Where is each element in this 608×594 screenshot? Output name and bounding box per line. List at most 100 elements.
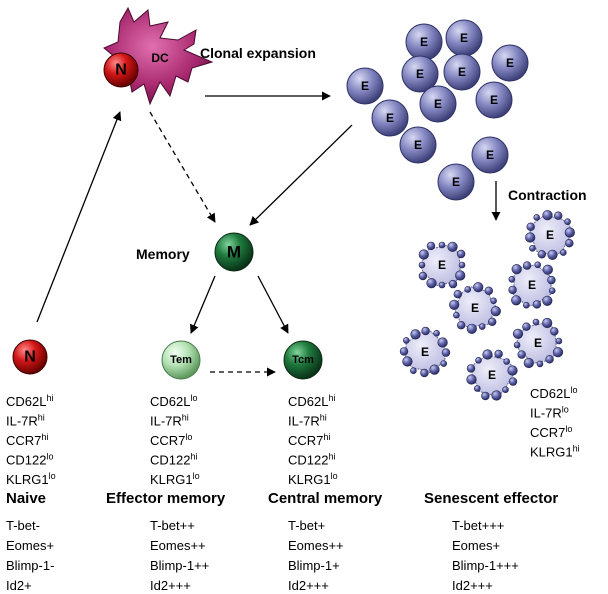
- surface-marker: IL-7Rhi: [150, 413, 189, 429]
- senescent-effector-cell: E: [449, 282, 501, 334]
- contraction-label: Contraction: [508, 187, 587, 203]
- transcription-factor: Blimp-1++: [150, 558, 209, 573]
- senescent-effector-cell-label: E: [546, 228, 554, 242]
- transcription-factor: Blimp-1+: [288, 558, 340, 573]
- surface-marker: CD62Lhi: [288, 393, 335, 409]
- memory-cell-label: M: [227, 243, 241, 262]
- marker-name: CD62L: [530, 386, 570, 401]
- surface-marker: IL-7Rhi: [288, 413, 327, 429]
- apoptotic-bleb: [494, 349, 503, 359]
- arrow-memory-to-tem: [189, 275, 216, 334]
- marker-columns: CD62LhiIL-7RhiCCR7hiCD122loKLRG1loNaiveT…: [6, 385, 580, 593]
- apoptotic-bleb: [512, 328, 524, 339]
- apoptotic-bleb: [421, 326, 430, 336]
- marker-name: CCR7: [6, 433, 41, 448]
- marker-level: hi: [320, 413, 327, 423]
- apoptotic-bleb: [490, 306, 501, 317]
- effector-cell: E: [399, 126, 437, 164]
- apoptotic-bleb: [508, 285, 517, 295]
- senescent-effector-cell-label: E: [488, 368, 496, 382]
- marker-level: hi: [573, 444, 580, 454]
- apoptotic-bleb: [529, 245, 536, 252]
- apoptotic-bleb: [466, 374, 477, 385]
- central-memory-cell: Tcm: [283, 340, 323, 380]
- marker-level: hi: [190, 452, 197, 462]
- marker-level: hi: [182, 413, 189, 423]
- apoptotic-bleb: [508, 377, 518, 386]
- memory-cell: M: [214, 232, 254, 272]
- marker-name: CD122: [6, 453, 46, 468]
- apoptotic-bleb: [473, 385, 481, 392]
- marker-level: lo: [193, 471, 200, 481]
- apoptotic-bleb: [545, 355, 554, 364]
- apoptotic-bleb: [440, 360, 448, 367]
- effector-memory-cell-label: Tem: [170, 354, 192, 366]
- surface-marker: CCR7hi: [6, 432, 48, 448]
- apoptotic-bleb: [441, 348, 451, 357]
- apoptotic-bleb: [482, 349, 493, 360]
- apoptotic-bleb: [484, 286, 493, 295]
- surface-marker: CD122hi: [288, 452, 335, 468]
- apoptotic-bleb: [402, 356, 413, 367]
- effector-cell: E: [437, 163, 475, 201]
- marker-level: hi: [41, 432, 48, 442]
- transcription-factor: Id2+++: [288, 578, 329, 593]
- transcription-factor: Eomes++: [150, 538, 206, 553]
- apoptotic-bleb: [522, 261, 532, 270]
- surface-marker: IL-7Rhi: [6, 413, 45, 429]
- apoptotic-bleb: [418, 271, 428, 281]
- apoptotic-bleb: [402, 337, 410, 344]
- effector-cell: E: [371, 99, 409, 137]
- apoptotic-bleb: [426, 241, 436, 251]
- apoptotic-bleb: [547, 275, 556, 285]
- transcription-factor: Id2+: [6, 578, 32, 593]
- senescent-effector-cell: E: [512, 317, 564, 369]
- effector-cell-label: E: [452, 175, 460, 189]
- senescent-effector-cell: E: [525, 210, 575, 260]
- apoptotic-bleb: [478, 323, 486, 330]
- effector-cell-label: E: [460, 31, 468, 45]
- marker-level: hi: [38, 413, 45, 423]
- apoptotic-bleb: [449, 299, 460, 310]
- apoptotic-bleb: [457, 321, 466, 330]
- transcription-factor: T-bet+: [288, 518, 325, 533]
- marker-level: lo: [190, 393, 197, 403]
- surface-marker: CCR7lo: [150, 432, 192, 448]
- apoptotic-bleb: [458, 261, 466, 269]
- column-title: Naive: [6, 490, 46, 507]
- effector-cell: E: [471, 136, 509, 174]
- apoptotic-bleb: [522, 322, 531, 331]
- apoptotic-bleb: [534, 261, 542, 269]
- apoptotic-bleb: [502, 386, 509, 394]
- marker-level: lo: [562, 405, 569, 415]
- effector-cell-label: E: [506, 56, 514, 70]
- memory-label: Memory: [136, 246, 190, 262]
- effector-cell-label: E: [490, 93, 498, 107]
- dendritic-cell-label: DC: [151, 51, 169, 65]
- apoptotic-bleb: [511, 264, 522, 275]
- transcription-factor: Eomes+: [6, 538, 54, 553]
- apoptotic-bleb: [523, 357, 534, 369]
- marker-name: KLRG1: [530, 445, 573, 460]
- apoptotic-bleb: [418, 249, 429, 260]
- surface-marker: KLRG1hi: [530, 444, 580, 460]
- senescent-effector-cell: E: [466, 349, 518, 401]
- transcription-factor: T-bet-: [6, 518, 40, 533]
- column-title: Central memory: [268, 490, 383, 507]
- apoptotic-bleb: [438, 241, 446, 249]
- apoptotic-bleb: [511, 295, 522, 306]
- transcription-factor: Id2+++: [452, 578, 493, 593]
- surface-marker: CCR7hi: [288, 432, 330, 448]
- apoptotic-bleb: [447, 241, 458, 252]
- arrow-dc-to-memory-dashed: [149, 111, 216, 223]
- naive-cell: N: [12, 339, 48, 375]
- effector-cell: E: [491, 44, 529, 82]
- surface-marker: KLRG1lo: [150, 471, 200, 487]
- apoptotic-bleb: [488, 317, 497, 326]
- marker-level: hi: [328, 452, 335, 462]
- marker-name: IL-7R: [150, 414, 182, 429]
- apoptotic-bleb: [490, 297, 497, 305]
